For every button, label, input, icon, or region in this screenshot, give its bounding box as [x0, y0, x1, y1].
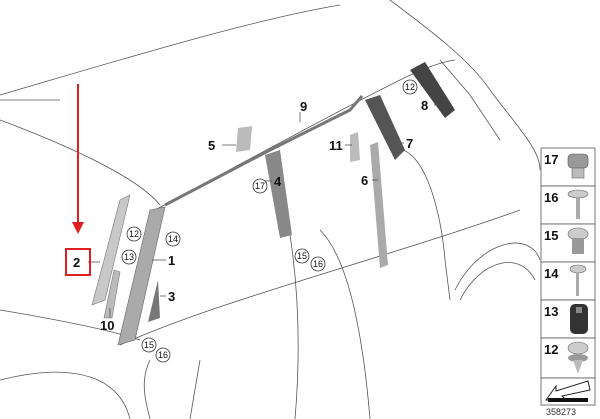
- clip-nut-icon: [567, 153, 589, 179]
- part-3-triangle-trim: [148, 280, 160, 322]
- label-part-9: 9: [300, 99, 307, 114]
- part-5-clip: [236, 126, 252, 152]
- legend-item-12: 12: [540, 337, 596, 379]
- part-4-b-pillar-trim: [265, 150, 292, 238]
- part-2-pillar-bracket: [91, 194, 131, 306]
- push-clip-icon: [567, 341, 589, 374]
- label-part-2: 2: [73, 255, 80, 270]
- legend-item-16: 16: [540, 185, 596, 225]
- callout-15: 15: [297, 251, 307, 261]
- legend-item-14: 14: [540, 261, 596, 301]
- part-9-roof-trim: [164, 95, 364, 207]
- part-numbers: 1 2 3 4 5 6 7 8 9 10 11: [73, 98, 428, 333]
- grommet-icon: [570, 304, 588, 334]
- part-11-clip: [350, 132, 360, 162]
- legend-label: 17: [544, 152, 558, 167]
- callout-12: 12: [405, 82, 415, 92]
- label-part-8: 8: [421, 98, 428, 113]
- legend-label: 12: [544, 342, 558, 357]
- screw-icon: [567, 189, 589, 219]
- label-part-1: 1: [168, 253, 175, 268]
- callout-14: 14: [168, 234, 178, 244]
- legend-item-direction: [540, 377, 596, 406]
- highlight-box-part-2: [65, 248, 91, 276]
- trim-parts: [91, 62, 455, 346]
- label-part-5: 5: [208, 138, 215, 153]
- legend-label: 16: [544, 190, 558, 205]
- legend-item-17: 17: [540, 147, 596, 187]
- callout-16: 16: [158, 350, 168, 360]
- legend-item-13: 13: [540, 299, 596, 339]
- expanding-nut-icon: [567, 227, 589, 254]
- callout-16: 16: [313, 259, 323, 269]
- part-6-c-pillar-trim: [370, 142, 388, 268]
- legend-label: 15: [544, 228, 558, 243]
- label-part-3: 3: [168, 289, 175, 304]
- legend-label: 13: [544, 304, 558, 319]
- part-7-trim: [365, 95, 405, 160]
- red-pointer-arrow: [65, 84, 91, 276]
- label-part-4: 4: [274, 174, 282, 189]
- washer-screw-icon: [569, 264, 587, 296]
- callout-13: 13: [124, 252, 134, 262]
- car-body-outline: [0, 0, 541, 419]
- part-1-a-pillar-trim: [117, 206, 166, 346]
- reference-number: 358273: [546, 407, 576, 417]
- label-part-10: 10: [100, 318, 114, 333]
- callout-17: 17: [255, 181, 265, 191]
- part-10-bracket: [103, 269, 121, 319]
- part-8-trim: [410, 62, 455, 118]
- fastener-callouts: 12 13 14 15 16 17 15 16 12: [121, 79, 418, 363]
- fastener-legend: 17 16 15 14 13 12: [540, 147, 596, 417]
- label-part-7: 7: [406, 136, 413, 151]
- label-part-6: 6: [361, 173, 368, 188]
- legend-label: 14: [544, 266, 559, 281]
- callout-12: 12: [129, 229, 139, 239]
- legend-item-15: 15: [540, 223, 596, 263]
- label-part-11: 11: [329, 138, 343, 153]
- callout-15: 15: [144, 340, 154, 350]
